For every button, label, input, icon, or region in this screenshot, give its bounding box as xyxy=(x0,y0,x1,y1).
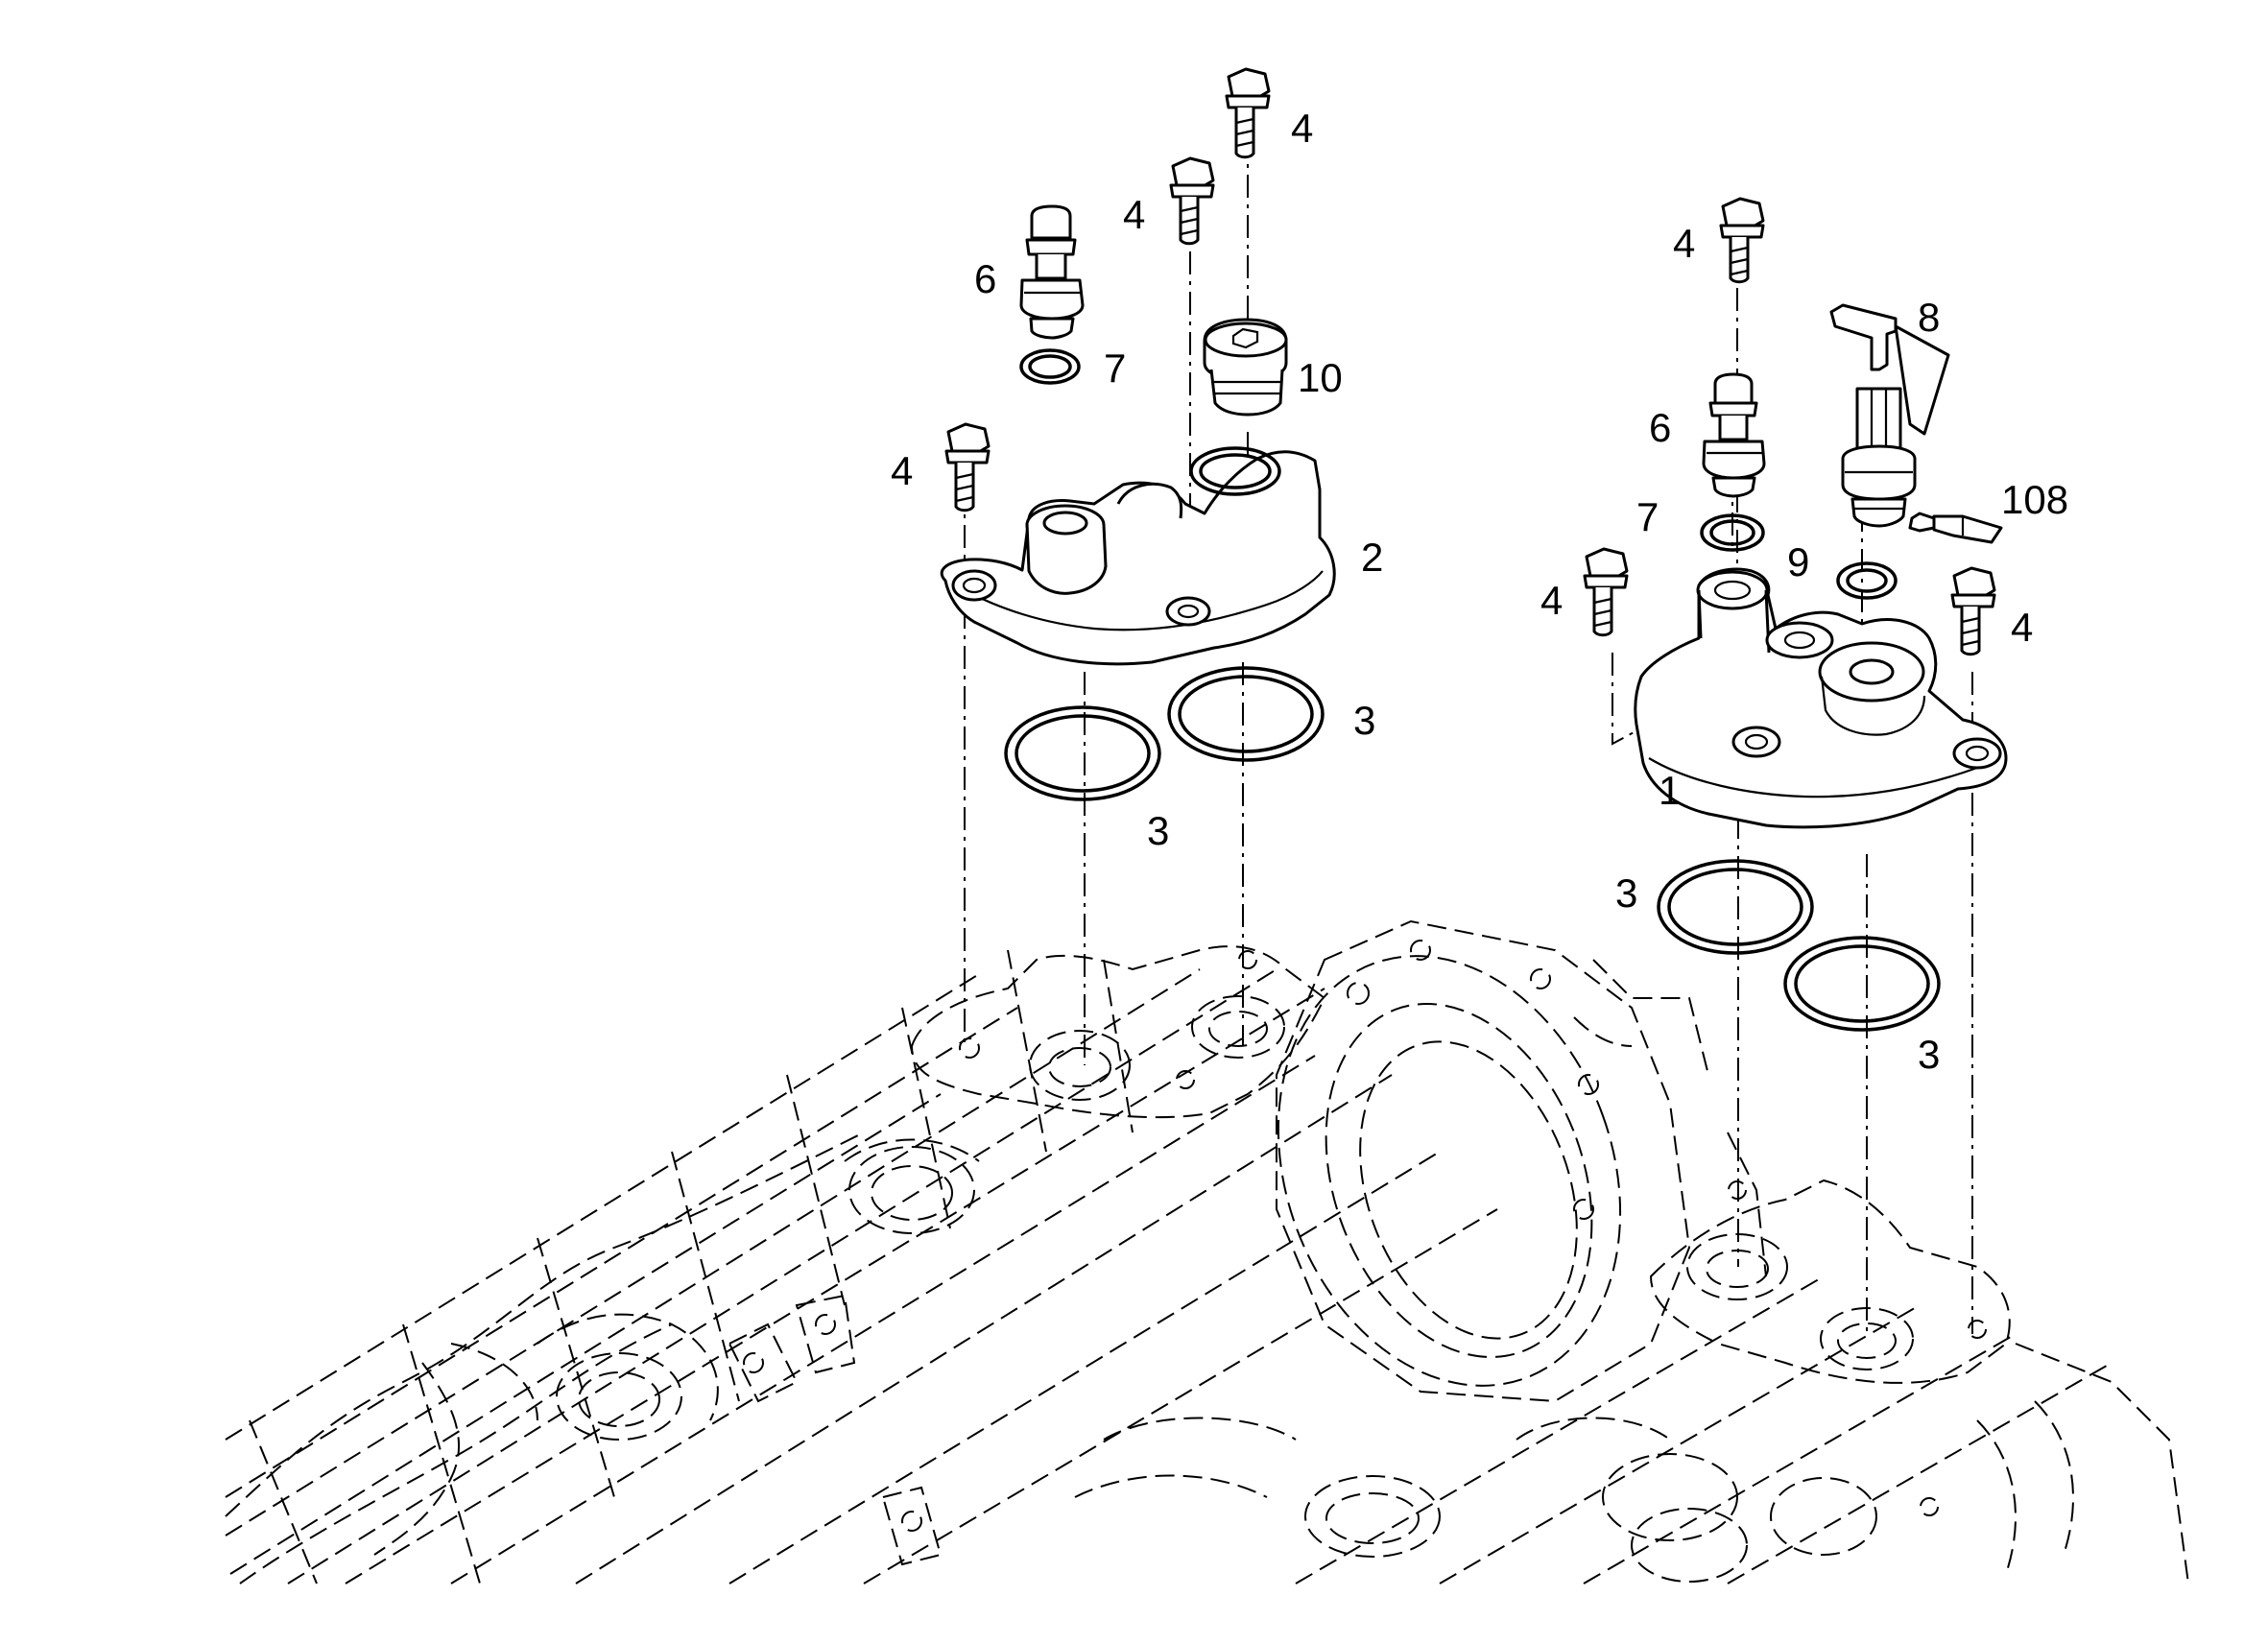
callout-l-nipple: 6 xyxy=(974,256,996,301)
callout-l-bolt-a: 4 xyxy=(1291,106,1313,151)
bolt-right-b xyxy=(1583,547,1629,637)
callout-l-ring-a: 3 xyxy=(1353,698,1375,743)
engine-block-phantom xyxy=(225,919,2189,1584)
callout-r-ring-a: 3 xyxy=(1615,870,1637,916)
left-cover-assembly xyxy=(940,67,1336,1065)
callout-r-sealant: 108 xyxy=(2001,477,2068,522)
callout-l-ring-b: 3 xyxy=(1147,808,1169,853)
callout-r-bolt-c: 4 xyxy=(2011,605,2033,650)
callout-r-bolt-b: 4 xyxy=(1540,578,1563,623)
callout-l-washer: 7 xyxy=(1104,345,1126,391)
bolt-left-c xyxy=(944,422,991,512)
bolt-right-a xyxy=(1719,197,1765,284)
callout-labels: 4 4 6 7 10 4 2 3 3 4 8 6 108 7 9 4 4 1 3… xyxy=(891,106,2068,1077)
callout-r-sensor: 8 xyxy=(1918,295,1940,340)
callout-r-nipple: 6 xyxy=(1649,405,1671,450)
callout-r-bolt-a: 4 xyxy=(1673,221,1695,266)
callout-l-bolt-b: 4 xyxy=(1123,192,1145,237)
callout-r-washer: 7 xyxy=(1636,494,1659,539)
bolt-left-b xyxy=(1169,156,1215,246)
callout-r-cover: 1 xyxy=(1659,768,1681,813)
callout-l-plug: 10 xyxy=(1298,355,1343,400)
right-cover-assembly xyxy=(1583,197,2008,1334)
bolt-left-a xyxy=(1225,67,1271,159)
callout-l-bolt-c: 4 xyxy=(891,448,913,493)
bolt-right-c xyxy=(1950,566,1996,656)
callout-l-cover: 2 xyxy=(1361,535,1383,580)
callout-r-sensor-washer: 9 xyxy=(1787,539,1809,584)
callout-r-ring-b: 3 xyxy=(1918,1032,1940,1077)
